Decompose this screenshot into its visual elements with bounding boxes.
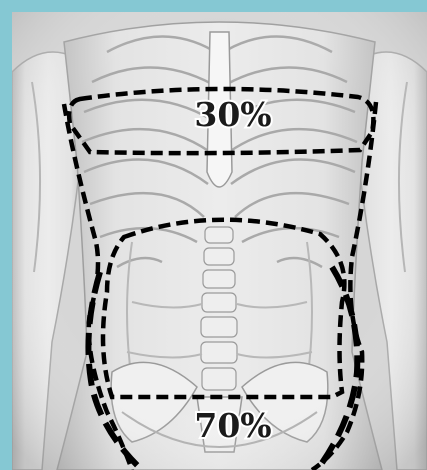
upper-region-label: 30% (194, 95, 271, 134)
vignette (12, 12, 427, 470)
torso-anatomy-illustration: 30% 70% (12, 12, 427, 470)
lower-region-label: 70% (194, 406, 271, 445)
anatomy-panel: 30% 70% (12, 12, 427, 470)
